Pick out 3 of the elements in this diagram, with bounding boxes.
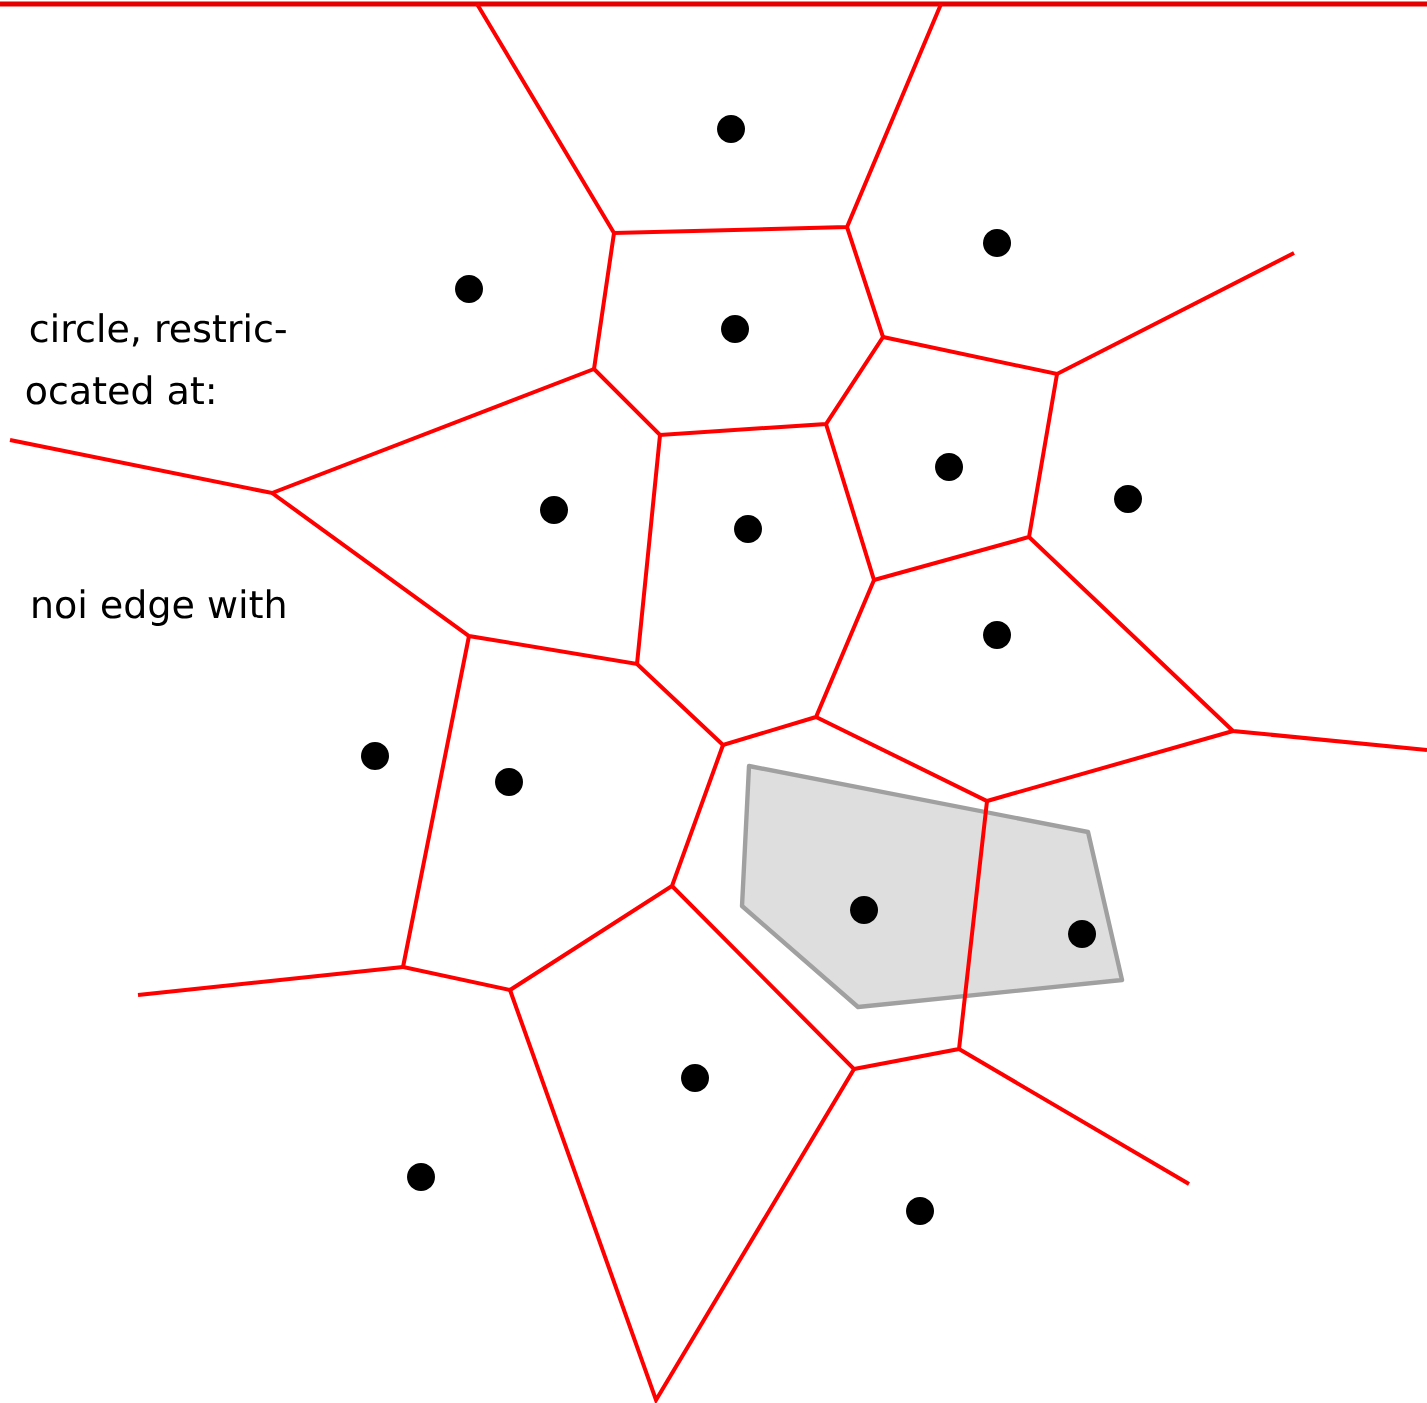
text-line: noi edge with	[33, 589, 285, 626]
text-line: circle, restric-	[30, 313, 286, 347]
text-line: ocated at:	[26, 375, 214, 405]
